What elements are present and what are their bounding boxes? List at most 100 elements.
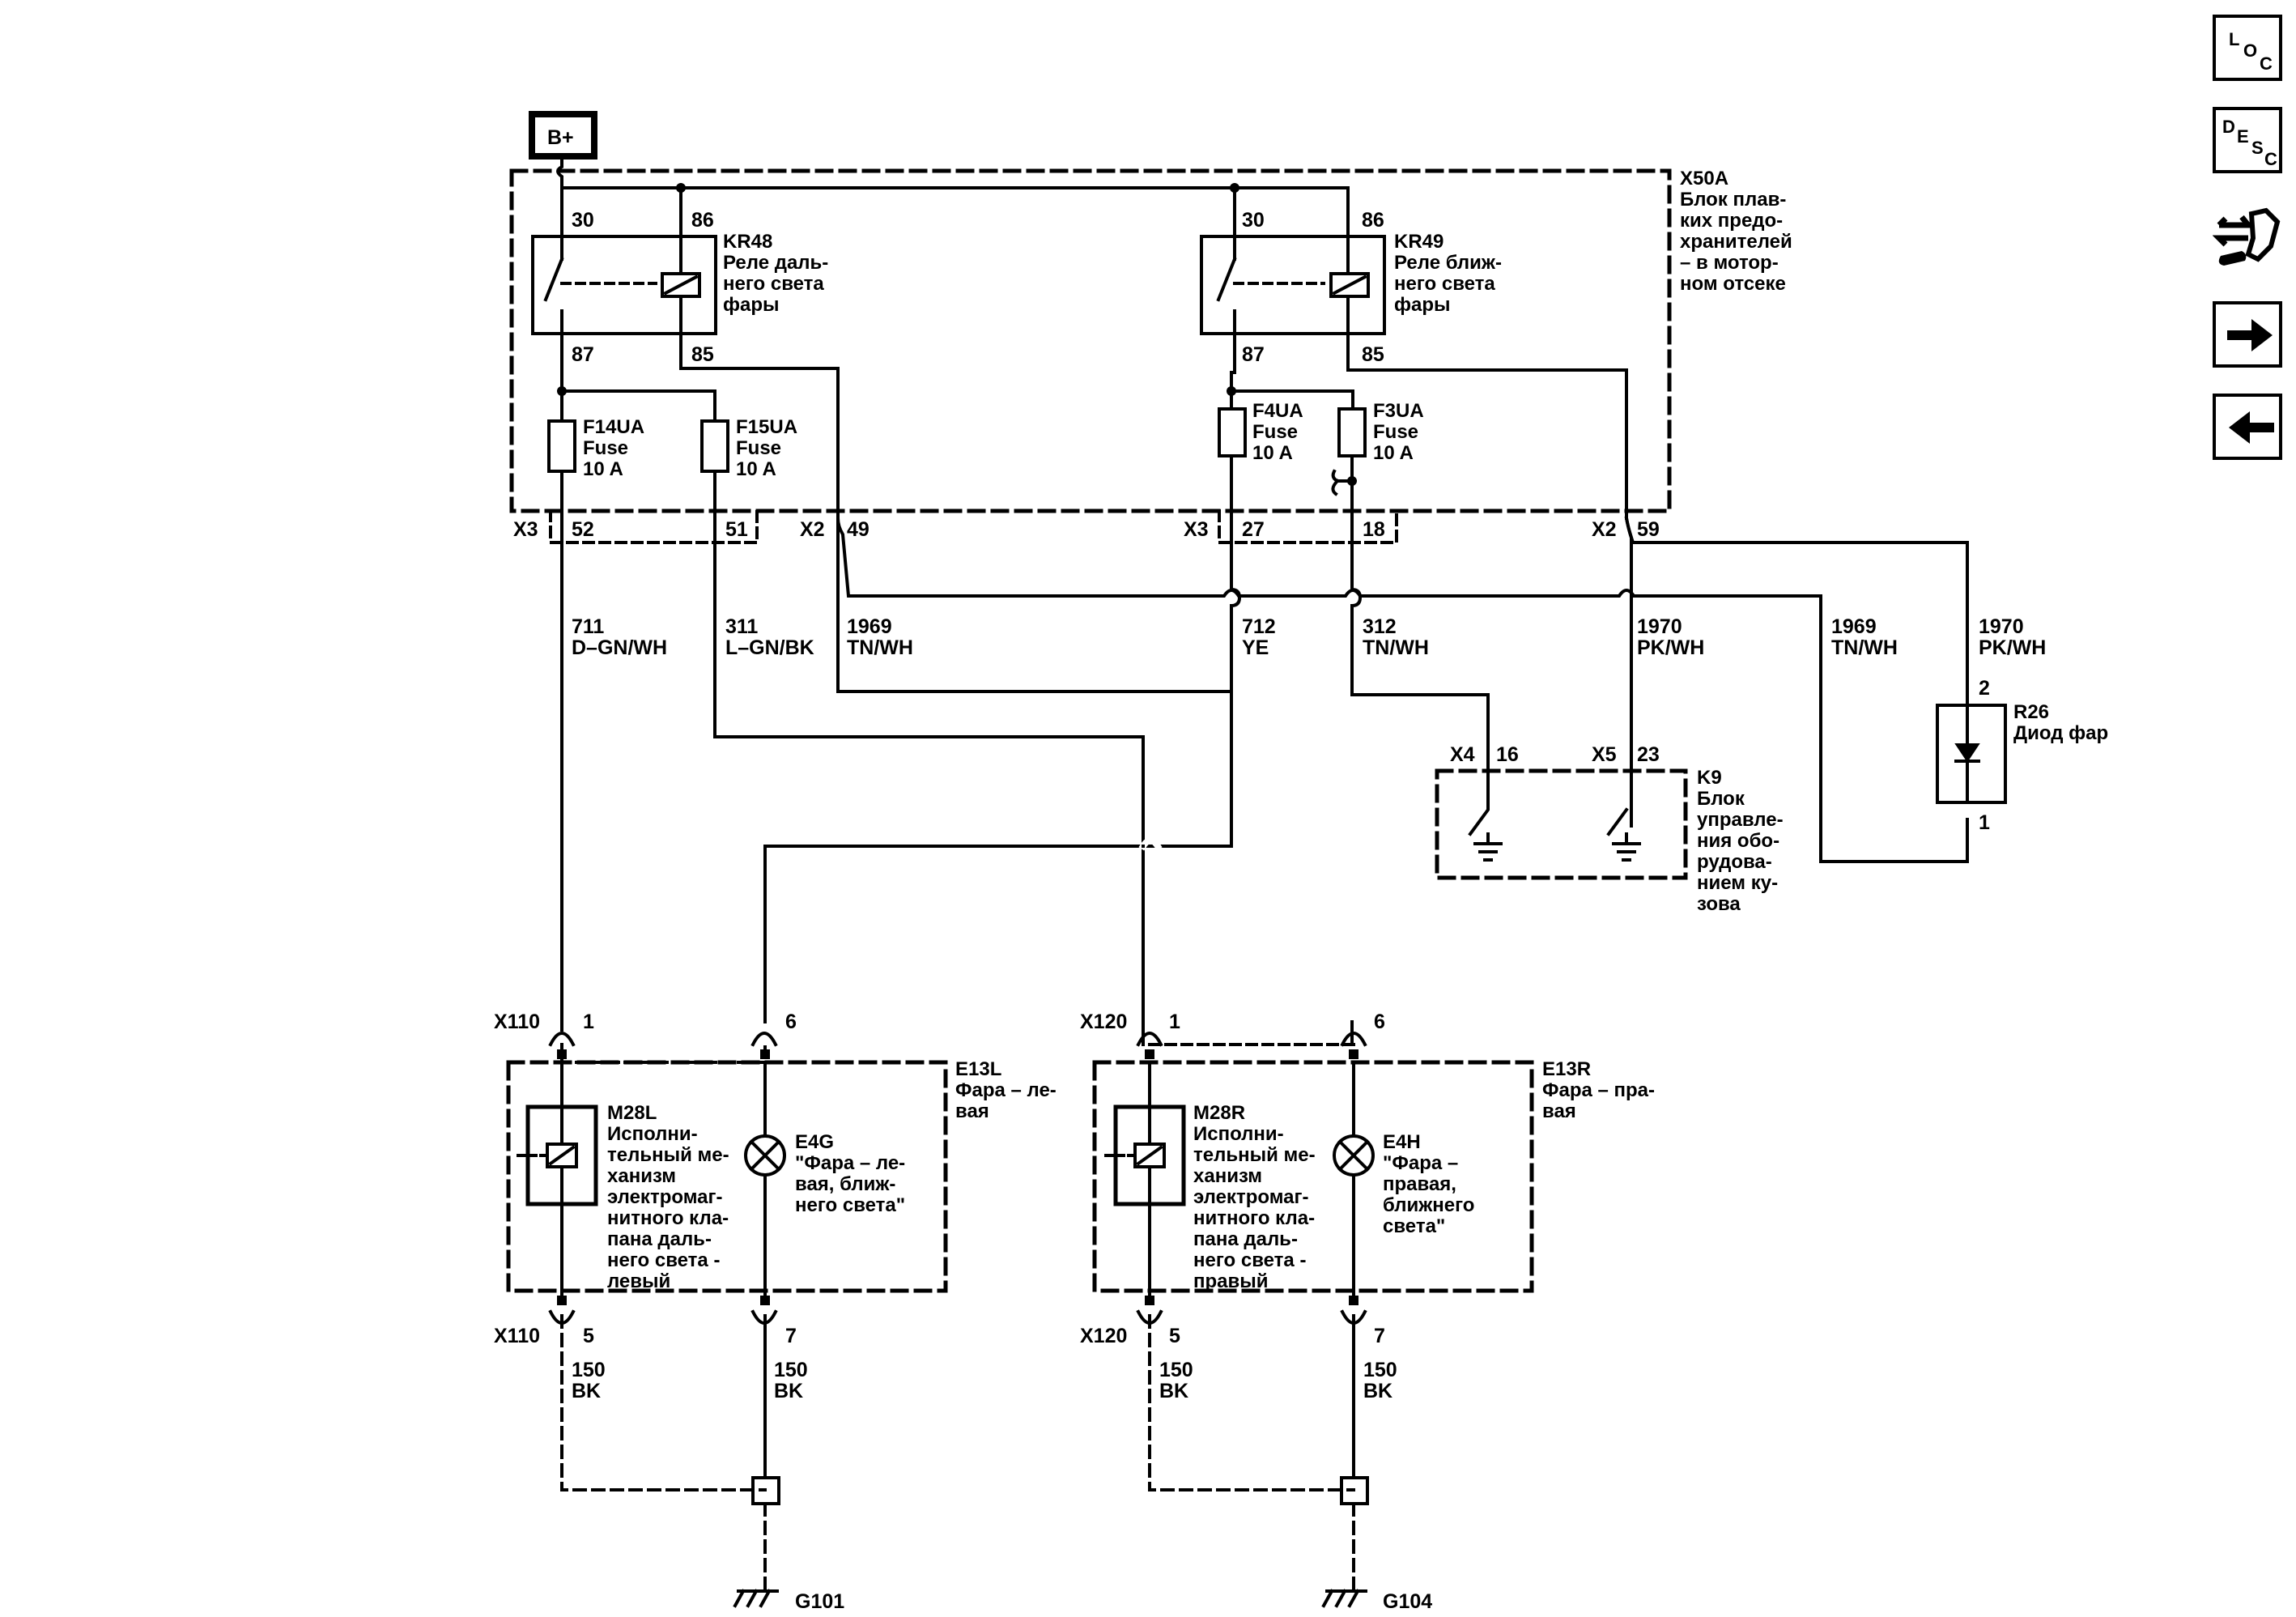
svg-text:Блок: Блок	[1697, 788, 1745, 810]
svg-text:YE: YE	[1242, 636, 1269, 659]
svg-text:1: 1	[583, 1011, 594, 1033]
svg-text:87: 87	[1242, 343, 1265, 366]
svg-text:X5: X5	[1592, 743, 1617, 766]
svg-text:PK/WH: PK/WH	[1979, 636, 2046, 659]
svg-text:5: 5	[1169, 1325, 1180, 1347]
svg-text:7: 7	[785, 1325, 797, 1347]
svg-text:тельный ме-: тельный ме-	[607, 1144, 729, 1166]
svg-text:27: 27	[1242, 518, 1265, 541]
svg-text:150: 150	[1363, 1359, 1397, 1381]
desc-button[interactable]: D E S C	[2213, 107, 2282, 173]
next-page-button[interactable]	[2213, 301, 2282, 368]
svg-text:BK: BK	[1363, 1380, 1392, 1402]
right-lamp-outline	[1092, 1060, 1534, 1293]
svg-text:10 A: 10 A	[1373, 442, 1414, 464]
svg-text:Fuse: Fuse	[583, 437, 628, 459]
svg-text:30: 30	[1242, 209, 1265, 232]
svg-text:вая, ближ-: вая, ближ-	[795, 1173, 895, 1195]
relay-kr48	[531, 186, 1232, 693]
fuse-f15ua	[700, 419, 729, 473]
svg-text:ханизм: ханизм	[1193, 1165, 1262, 1187]
svg-text:30: 30	[572, 209, 594, 232]
right-lamp-labels: X120 1 6 E13R Фара – пра- вая M28R Испол…	[1080, 1011, 1655, 1613]
svg-text:1970: 1970	[1979, 615, 2024, 638]
svg-text:рудова-: рудова-	[1697, 851, 1772, 873]
svg-text:86: 86	[691, 209, 714, 232]
svg-text:"Фара –: "Фара –	[1383, 1152, 1458, 1174]
svg-text:7: 7	[1374, 1325, 1385, 1347]
power-label: B+	[547, 126, 574, 149]
svg-text:TN/WH: TN/WH	[1831, 636, 1898, 659]
svg-text:E4G: E4G	[795, 1131, 834, 1153]
kr49-labels: 30 86 87 85 KR49 Реле ближ- него света ф…	[1242, 209, 1502, 366]
svg-text:D: D	[2222, 117, 2235, 137]
loc-icon: L O C	[2229, 29, 2273, 74]
desc-icon: D E S C	[2222, 117, 2277, 169]
svg-text:1: 1	[1979, 811, 1990, 834]
svg-text:Fuse: Fuse	[736, 437, 781, 459]
bcm-labels: K9 Блок управле- ния обо- рудова- нием к…	[1697, 767, 1784, 915]
svg-text:49: 49	[847, 518, 870, 541]
svg-text:– в мотор-: – в мотор-	[1680, 252, 1779, 274]
svg-text:712: 712	[1242, 615, 1276, 638]
arrow-right-icon	[2227, 319, 2273, 351]
svg-text:вая: вая	[955, 1100, 989, 1122]
bcm-ground-left	[1473, 832, 1503, 862]
svg-text:52: 52	[572, 518, 594, 541]
svg-text:150: 150	[774, 1359, 808, 1381]
svg-text:711: 711	[572, 615, 604, 638]
wire-labels: 711 D–GN/WH 311 L–GN/BK 1969 TN/WH 712 Y…	[572, 615, 2046, 659]
svg-text:F3UA: F3UA	[1373, 400, 1424, 422]
svg-text:ном отсеке: ном отсеке	[1680, 273, 1786, 295]
svg-text:R26: R26	[2013, 701, 2049, 723]
svg-text:ближнего: ближнего	[1383, 1194, 1474, 1216]
svg-text:X120: X120	[1080, 1011, 1127, 1033]
svg-text:10 A: 10 A	[736, 458, 776, 480]
svg-text:85: 85	[691, 343, 714, 366]
svg-text:тельный ме-: тельный ме-	[1193, 1144, 1316, 1166]
svg-text:10 A: 10 A	[583, 458, 623, 480]
svg-text:1969: 1969	[847, 615, 892, 638]
svg-text:Диод фар: Диод фар	[2013, 722, 2108, 744]
svg-text:312: 312	[1363, 615, 1397, 638]
svg-text:D–GN/WH: D–GN/WH	[572, 636, 667, 659]
svg-text:86: 86	[1362, 209, 1384, 232]
svg-text:него света -: него света -	[1193, 1249, 1306, 1271]
svg-text:TN/WH: TN/WH	[847, 636, 913, 659]
svg-text:S: S	[2251, 138, 2264, 158]
svg-text:зова: зова	[1697, 893, 1741, 915]
svg-text:150: 150	[1159, 1359, 1193, 1381]
svg-text:"Фара – ле-: "Фара – ле-	[795, 1152, 905, 1174]
fuse-f3ua	[1337, 407, 1367, 457]
svg-text:KR48: KR48	[723, 231, 772, 253]
bcm-k9-outline	[1435, 768, 1688, 880]
svg-text:ния обо-: ния обо-	[1697, 830, 1779, 852]
svg-text:фары: фары	[723, 294, 780, 316]
svg-text:Блок плав-: Блок плав-	[1680, 189, 1786, 211]
svg-text:1969: 1969	[1831, 615, 1877, 638]
svg-text:Исполни-: Исполни-	[607, 1123, 698, 1145]
svg-text:E4H: E4H	[1383, 1131, 1421, 1153]
svg-text:18: 18	[1363, 518, 1385, 541]
loc-button[interactable]: L O C	[2213, 15, 2282, 81]
connector-button[interactable]	[2213, 206, 2282, 272]
svg-text:X4: X4	[1450, 743, 1475, 766]
svg-text:X120: X120	[1080, 1325, 1127, 1347]
svg-text:2: 2	[1979, 677, 1990, 700]
svg-text:311: 311	[725, 615, 758, 638]
svg-text:F14UA: F14UA	[583, 416, 644, 438]
prev-page-button[interactable]	[2213, 394, 2282, 460]
svg-text:51: 51	[725, 518, 748, 541]
svg-text:M28R: M28R	[1193, 1102, 1245, 1124]
svg-text:O: O	[2243, 40, 2257, 61]
left-lamp-outline	[506, 1060, 948, 1293]
svg-text:ких предо-: ких предо-	[1680, 210, 1783, 232]
svg-text:Фара – пра-: Фара – пра-	[1542, 1079, 1655, 1101]
svg-text:нитного кла-: нитного кла-	[1193, 1207, 1315, 1229]
svg-text:F4UA: F4UA	[1252, 400, 1303, 422]
relay-kr49	[1200, 186, 1628, 520]
svg-text:X2: X2	[1592, 518, 1617, 541]
svg-text:X3: X3	[513, 518, 538, 541]
svg-text:23: 23	[1637, 743, 1660, 766]
